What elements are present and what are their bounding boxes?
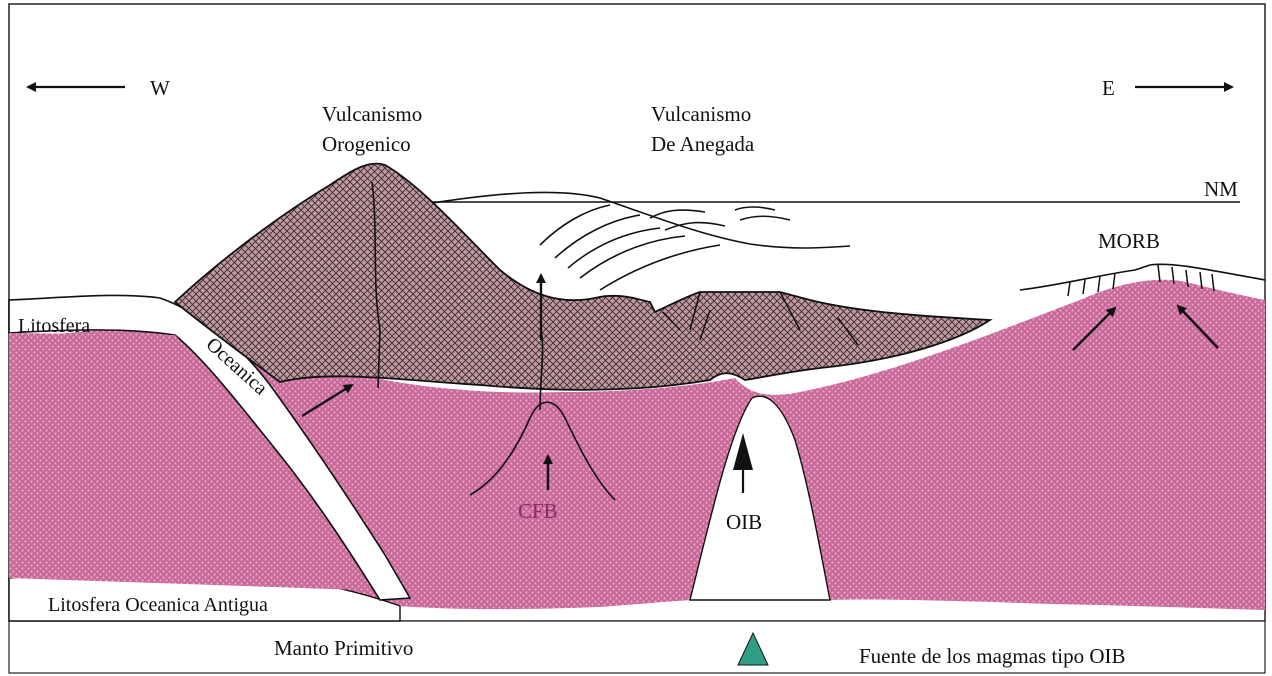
east-label: E: [1102, 76, 1115, 100]
shallow-label-2: De Anegada: [651, 132, 755, 156]
sea-level-label: NM: [1204, 177, 1238, 201]
shallow-label-1: Vulcanismo: [651, 102, 751, 126]
west-label: W: [150, 76, 170, 100]
legend-oib-source: Fuente de los magmas tipo OIB: [859, 644, 1126, 668]
legend-primitive-mantle: Manto Primitivo: [274, 636, 413, 660]
orogenic-label-1: Vulcanismo: [322, 102, 422, 126]
cfb-label: CFB: [518, 499, 558, 523]
morb-label: MORB: [1098, 229, 1160, 253]
lithosphere-label: Litosfera: [18, 315, 90, 337]
orogenic-label-2: Orogenico: [322, 132, 411, 156]
old-lithosphere-label: Litosfera Oceanica Antigua: [48, 594, 268, 616]
oib-label: OIB: [726, 510, 762, 534]
